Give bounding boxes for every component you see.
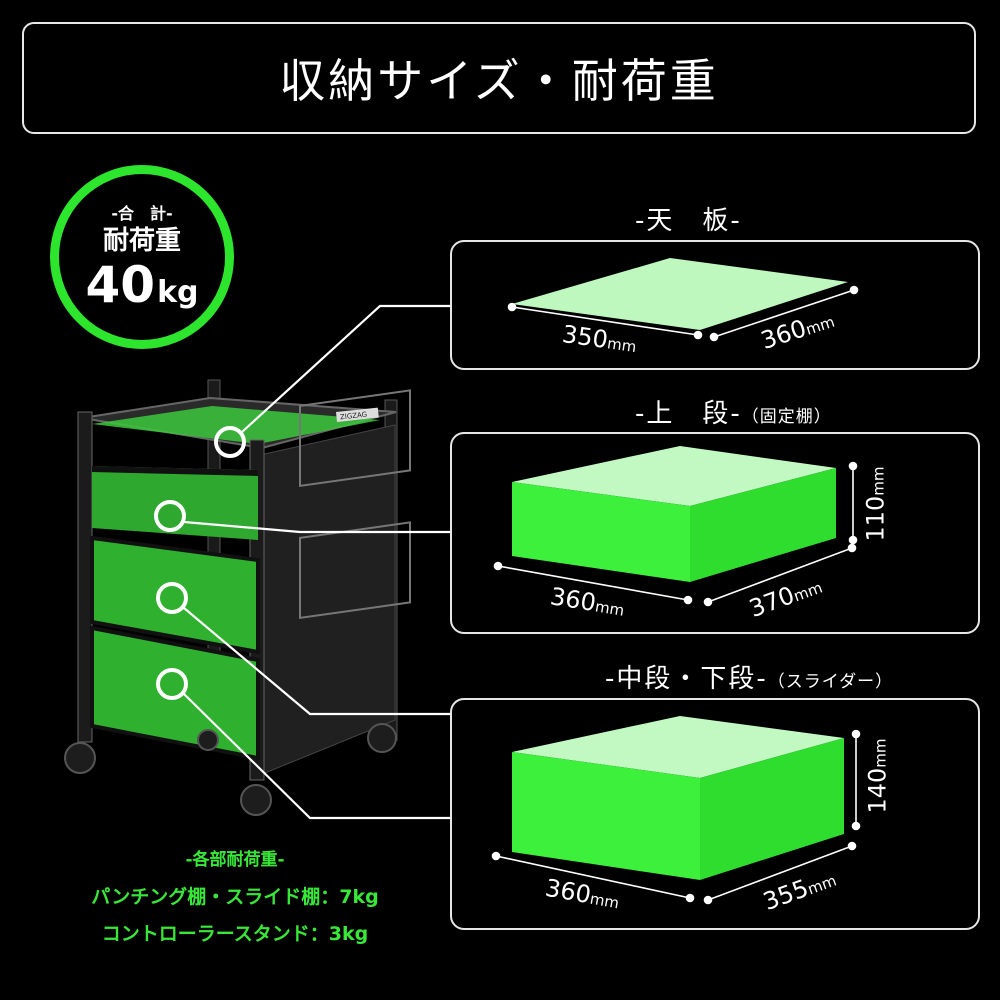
cart-illustration — [64, 379, 411, 816]
dim-middle-height: 140mm — [863, 738, 892, 814]
notes-line-2: コントローラースタンド：3kg — [101, 923, 369, 945]
badge-caption: -合 計- — [111, 204, 173, 223]
badge-value: 40kg — [85, 256, 199, 314]
callouts — [154, 304, 450, 820]
upper-shelf-box — [512, 446, 836, 582]
top-board-plate — [512, 258, 848, 330]
dim-upper-height: 110mm — [861, 466, 890, 542]
card-top-board — [450, 240, 980, 370]
load-notes: -各部耐荷重- パンチング棚・スライド棚：7kg コントローラースタンド：3kg — [40, 845, 430, 946]
card-middle-lower-shelf — [450, 698, 980, 930]
section-label-top: -天 板- — [635, 206, 742, 236]
section-label-middle-lower: -中段・下段-（スライダー） — [605, 664, 894, 694]
section-label-upper: -上 段-（固定棚） — [635, 399, 832, 429]
notes-line-1: パンチング棚・スライド棚：7kg — [91, 886, 379, 908]
middle-shelf-box — [512, 716, 844, 880]
card-upper-shelf — [450, 432, 980, 634]
title-box: 収納サイズ・耐荷重 — [22, 22, 976, 134]
badge-label: 耐荷重 — [102, 226, 181, 256]
page-title: 収納サイズ・耐荷重 — [279, 54, 719, 108]
total-load-badge: -合 計- 耐荷重 40kg — [50, 165, 234, 349]
notes-heading: -各部耐荷重- — [185, 850, 285, 870]
